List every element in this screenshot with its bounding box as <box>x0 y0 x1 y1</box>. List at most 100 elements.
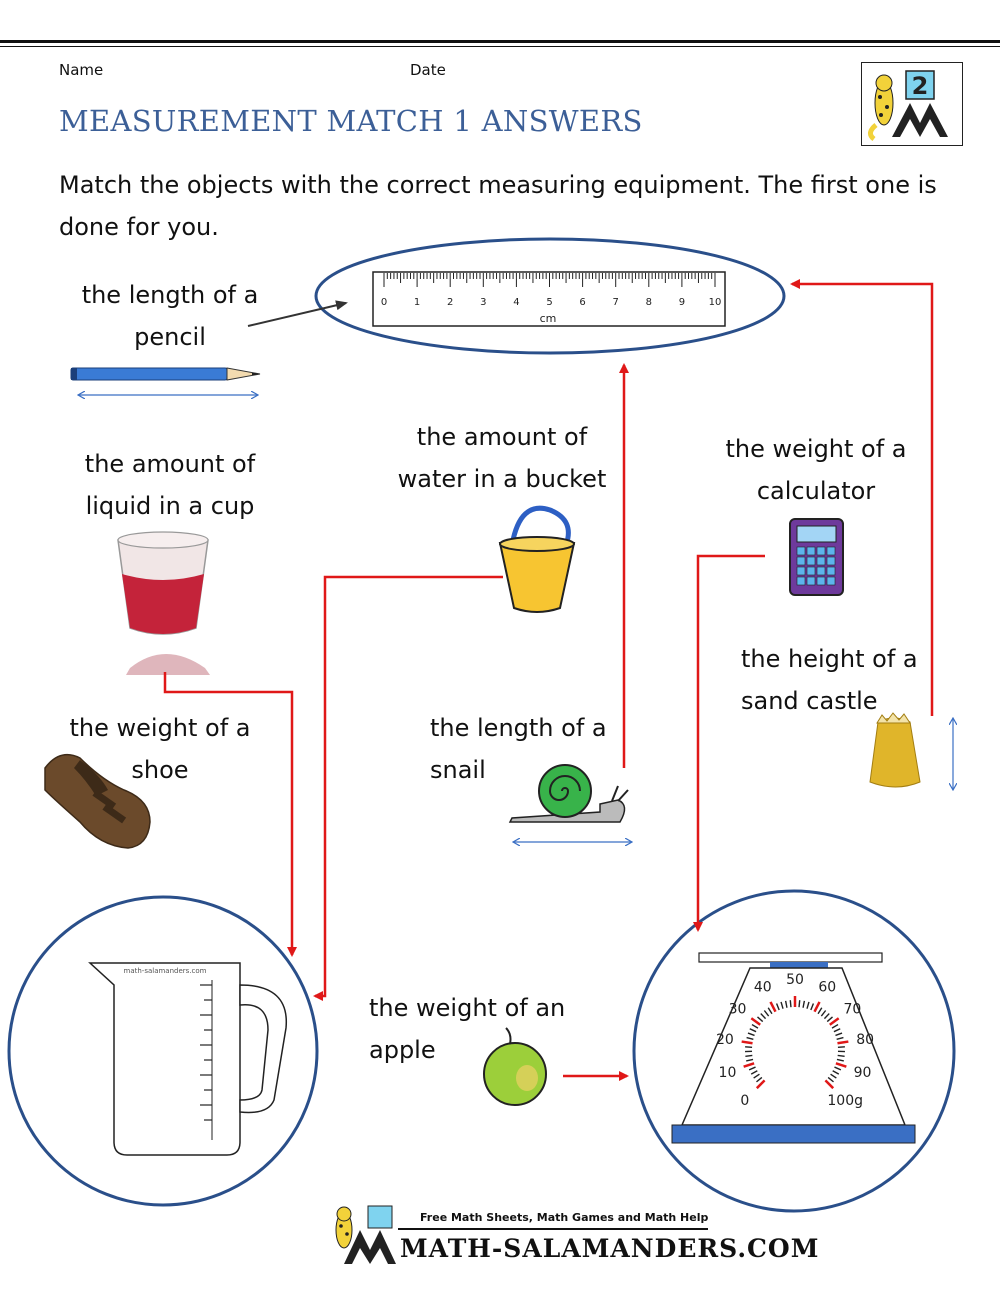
dial-label: 80 <box>856 1032 874 1048</box>
dial-tick <box>780 1001 784 1009</box>
ruler-unit: cm <box>540 312 557 325</box>
pencil-icon <box>70 367 261 395</box>
label-line: water in a bucket <box>397 465 607 493</box>
dial-tick <box>789 1000 792 1008</box>
cup-icon <box>117 531 210 675</box>
ruler-tick-label: 7 <box>613 297 619 308</box>
dial-tick <box>836 1058 844 1062</box>
dial-label: 50 <box>786 972 804 988</box>
date-label: Date <box>410 61 446 79</box>
dial-label: 70 <box>844 1001 862 1017</box>
label-line: the height of a <box>741 645 918 673</box>
dial-tick <box>829 1017 840 1026</box>
calculator-key <box>826 556 836 566</box>
bucket-icon <box>498 505 576 613</box>
label-line: the amount of <box>416 423 588 451</box>
ruler-ellipse <box>314 237 786 355</box>
label-line: the amount of <box>84 450 256 478</box>
dial-tick <box>835 1032 843 1037</box>
connector-calculator-scale <box>693 554 765 932</box>
dial-tick <box>826 1016 833 1023</box>
calculator-key <box>796 576 806 586</box>
calculator-key <box>806 546 816 556</box>
page-title: MEASUREMENT MATCH 1 ANSWERS <box>59 104 643 138</box>
dial-tick <box>837 1054 845 1057</box>
dial-tick <box>750 1017 761 1026</box>
footer-rule <box>398 1228 708 1230</box>
dial-tick <box>827 1076 834 1083</box>
footer-tagline: Free Math Sheets, Math Games and Math He… <box>420 1211 709 1224</box>
dial-tick <box>830 1073 837 1079</box>
label-apple: the weight of an apple <box>369 987 589 1071</box>
dial-tick <box>760 1013 767 1020</box>
instructions: Match the objects with the correct measu… <box>59 171 937 241</box>
calculator-icon <box>789 518 844 596</box>
sandcastle-icon <box>869 712 953 790</box>
dial-tick <box>741 1040 753 1045</box>
label-line: apple <box>369 1036 436 1064</box>
dial-label: 100g <box>827 1093 863 1109</box>
dial-label: 10 <box>719 1065 737 1081</box>
label-line: the weight of a <box>725 435 907 463</box>
connector-cup-jug <box>163 672 297 957</box>
grade-badge: 2 <box>912 72 929 100</box>
ruler-tick-label: 5 <box>546 297 552 308</box>
label-line: sand castle <box>741 687 878 715</box>
dial-label: 0 <box>740 1093 749 1109</box>
dial-label: 60 <box>818 980 836 996</box>
calculator-key <box>826 546 836 556</box>
label-snail: the length of a snail <box>430 707 650 791</box>
dial-tick <box>817 1007 823 1015</box>
jug-watermark: math-salamanders.com <box>124 967 207 975</box>
header-rule-thin <box>0 46 1000 47</box>
dial-tick <box>747 1032 755 1037</box>
ruler-tick-label: 6 <box>579 297 585 308</box>
label-line: shoe <box>131 756 189 784</box>
dial-tick <box>810 1003 815 1011</box>
dial-tick <box>757 1016 764 1023</box>
ruler-tick-label: 1 <box>414 297 420 308</box>
header-rule <box>0 40 1000 43</box>
ruler-tick-label: 10 <box>709 297 722 308</box>
snail-icon <box>508 764 632 842</box>
calculator-key <box>816 546 826 556</box>
footer-logo-icon <box>326 1204 396 1266</box>
dial-tick <box>837 1040 849 1045</box>
dial-tick <box>763 1010 770 1017</box>
dial-tick <box>743 1062 755 1068</box>
ruler-tick-label: 4 <box>513 297 519 308</box>
ruler-tick-label: 0 <box>381 297 387 308</box>
dial-tick <box>813 1001 821 1013</box>
label-cup: the amount of liquid in a cup <box>60 443 280 527</box>
dial-tick <box>767 1007 773 1015</box>
dial-tick <box>755 1079 766 1090</box>
connector-bucket-jug <box>313 575 503 1001</box>
dial-tick <box>756 1076 763 1083</box>
salamander-logo-icon: 2 <box>861 62 963 146</box>
ruler-tick-label: 2 <box>447 297 453 308</box>
label-bucket: the amount of water in a bucket <box>392 416 612 500</box>
ruler-tick-label: 3 <box>480 297 486 308</box>
dial-tick <box>802 1000 806 1008</box>
calculator-key <box>806 556 816 566</box>
label-line: calculator <box>756 477 876 505</box>
label-pencil: the length of a pencil <box>60 274 280 358</box>
dial-tick <box>831 1023 839 1029</box>
dial-tick <box>746 1058 754 1062</box>
dial-label: 90 <box>854 1065 872 1081</box>
jug-circle <box>7 895 319 1207</box>
ruler-tick-label: 8 <box>646 297 652 308</box>
calculator-key <box>796 556 806 566</box>
dial-tick <box>820 1010 827 1017</box>
name-label: Name <box>59 61 104 79</box>
label-line: liquid in a cup <box>85 492 255 520</box>
calculator-key <box>816 576 826 586</box>
dial-tick <box>835 1062 847 1068</box>
dial-tick <box>824 1079 835 1090</box>
apple-icon <box>483 1027 547 1106</box>
dial-tick <box>784 1000 788 1008</box>
label-line: pencil <box>134 323 206 351</box>
dial-tick <box>748 1066 756 1071</box>
